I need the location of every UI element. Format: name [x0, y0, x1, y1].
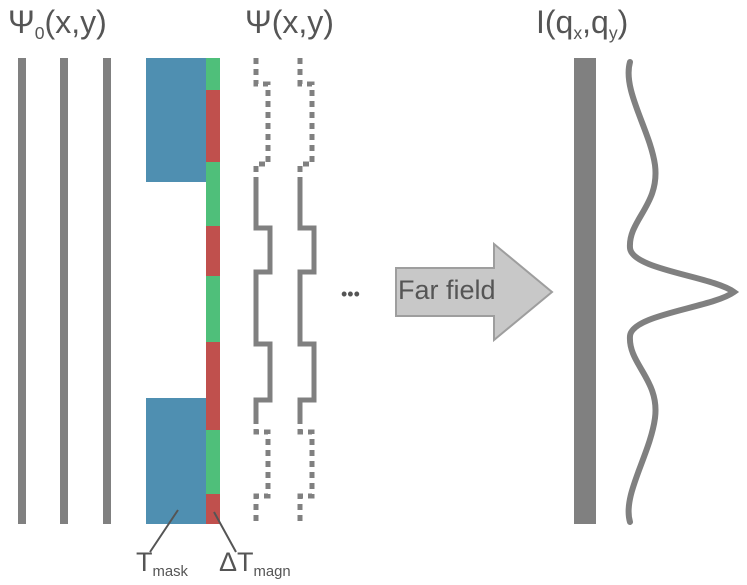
exit-wave-solid	[253, 182, 273, 418]
exit-wave-2	[297, 58, 317, 524]
exit-wave-dotted-bottom	[253, 418, 271, 524]
exit-wave-label: Ψ(x,y)	[245, 4, 334, 40]
exit-wave-solid	[297, 182, 317, 418]
wavefront-line	[18, 58, 26, 524]
tmask-leader	[149, 509, 179, 553]
magn-segment-green	[206, 58, 220, 90]
magnetic-transmission-label: ΔTmagn	[219, 547, 291, 581]
intensity-label: I(qx,qy)	[536, 4, 629, 44]
mask-block-top	[146, 58, 206, 182]
magnetic-strip	[206, 58, 220, 524]
exit-wave-dotted-bottom	[297, 418, 315, 524]
incident-wavefronts	[18, 58, 111, 524]
exit-wave-dotted-top	[253, 58, 271, 182]
magn-segment-red	[206, 90, 220, 162]
exit-wave-1	[253, 58, 273, 524]
magn-segment-red	[206, 342, 220, 430]
intensity-profile	[625, 59, 740, 525]
wavefront-line	[60, 58, 68, 524]
ellipsis: •••	[341, 284, 360, 304]
incident-wave-label: Ψ0(x,y)	[8, 4, 107, 44]
wavefront-line	[103, 58, 111, 524]
far-field-arrow-label: Far field	[398, 275, 496, 305]
mask	[146, 58, 206, 524]
exit-wave-dotted-top	[297, 58, 315, 182]
mask-transmission-label: Tmask	[136, 547, 188, 581]
magn-segment-green	[206, 430, 220, 494]
detector-screen	[574, 58, 596, 524]
far-field-arrow	[395, 241, 554, 343]
magn-segment-green	[206, 276, 220, 342]
mask-block-bottom	[146, 398, 206, 524]
magn-segment-red	[206, 226, 220, 276]
magn-segment-green	[206, 162, 220, 226]
dtmagn-leader	[213, 511, 237, 553]
